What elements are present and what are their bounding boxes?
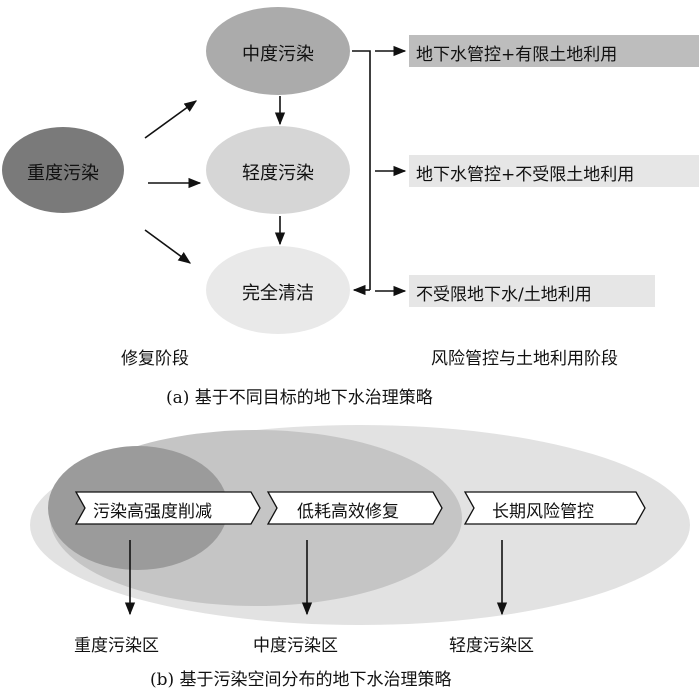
chevron-step-1 [74,491,261,525]
outcome-box-1 [409,35,699,67]
caption-b: (b) 基于污染空间分布的地下水治理策略 [150,670,452,690]
phase-left-label: 修复阶段 [121,349,189,369]
arrow-heavy-to-clean [144,229,192,264]
heavy-pollution-node [2,127,124,213]
outcome-label-2: 地下水管控+不受限土地利用 [416,165,635,185]
step-label-2: 低耗高效修复 [297,502,399,522]
caption-a: (a) 基于不同目标的地下水治理策略 [166,388,433,408]
light-pollution-node [206,126,350,214]
heavy-pollution-label: 重度污染 [27,163,99,184]
moderate-pollution-node [206,7,350,95]
step-label-3: 长期风险管控 [492,502,594,522]
clean-node [206,246,350,334]
outcome-box-3 [409,275,655,307]
clean-label: 完全清洁 [242,283,314,304]
chevron-step-2 [266,491,443,525]
phase-right-label: 风险管控与土地利用阶段 [431,349,618,369]
light-pollution-label: 轻度污染 [242,163,314,184]
outcome-box-2 [409,155,699,187]
light-zone-label: 轻度污染区 [449,636,534,656]
arrow-heavy-to-moderate [144,100,198,139]
step-label-1: 污染高强度削减 [93,502,212,522]
moderate-zone-label: 中度污染区 [253,636,338,656]
outcome-label-3: 不受限地下水/土地利用 [416,285,592,305]
outcome-label-1: 地下水管控+有限土地利用 [416,45,618,65]
heavy-zone-label: 重度污染区 [74,636,159,656]
chevron-step-3 [463,491,646,525]
bracket [352,50,371,290]
moderate-pollution-label: 中度污染 [242,44,314,65]
